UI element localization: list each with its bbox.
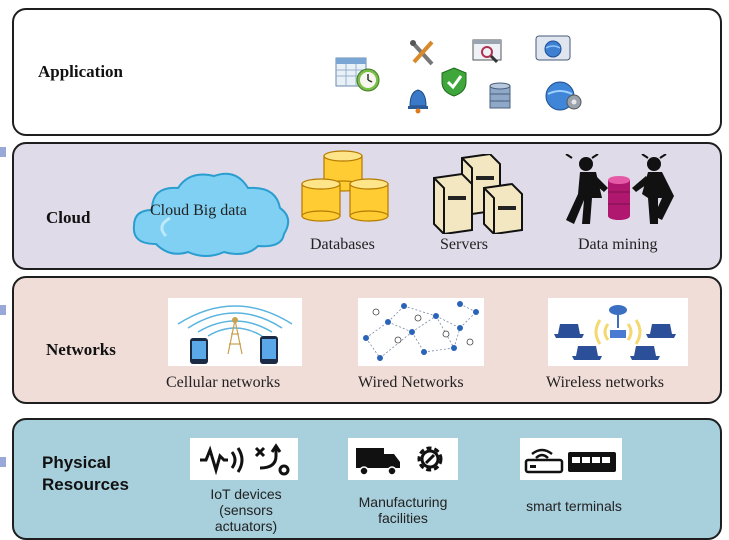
- wireless-network-image: [548, 298, 688, 366]
- smart-terminals-icon-box: [520, 438, 622, 480]
- shield-check-icon: [441, 67, 467, 97]
- database-cylinders-icon: [301, 150, 389, 222]
- manufacturing-line2: facilities: [378, 510, 428, 526]
- application-title: Application: [38, 62, 124, 81]
- databases-label: Databases: [310, 236, 375, 253]
- wired-networks-label: Wired Networks: [358, 374, 464, 391]
- cellular-network-image: [168, 298, 302, 366]
- cloud-layer: Cloud Cloud Big data Databases: [12, 142, 722, 270]
- manufacturing-label: Manufacturing facilities: [348, 494, 458, 526]
- edge-mark: [0, 147, 6, 157]
- calendar-clock-icon: [335, 57, 380, 92]
- edge-mark: [0, 457, 6, 467]
- iot-devices-label: IoT devices (sensors actuators): [196, 486, 296, 534]
- physical-title-line1: Physical: [42, 453, 111, 472]
- servers-label: Servers: [440, 236, 488, 253]
- physical-title-line2: Resources: [42, 475, 129, 494]
- wireless-networks-label: Wireless networks: [546, 374, 664, 391]
- iot-line2: (sensors: [219, 502, 273, 518]
- physical-resources-title: Physical Resources: [42, 452, 129, 496]
- globe-window-icon: [535, 35, 571, 61]
- wired-network-image: [358, 298, 484, 366]
- application-layer: Application: [12, 8, 722, 136]
- globe-gear-icon: [545, 81, 582, 111]
- manufacturing-line1: Manufacturing: [358, 494, 448, 510]
- data-mining-icon: [565, 154, 674, 224]
- servers-icon: [433, 154, 523, 234]
- iot-line1: IoT devices: [210, 486, 282, 502]
- bell-icon: [408, 89, 428, 114]
- tools-icon: [410, 40, 434, 66]
- iot-icon-box: [190, 438, 298, 480]
- cloud-big-data-label: Cloud Big data: [150, 202, 247, 219]
- search-window-icon: [472, 39, 502, 64]
- edge-mark: [0, 305, 6, 315]
- data-mining-label: Data mining: [578, 236, 658, 253]
- database-icon: [489, 82, 511, 109]
- cloud-title: Cloud: [46, 208, 91, 227]
- cloud-shape: [132, 172, 290, 257]
- networks-layer: Networks Cellular networks: [12, 276, 722, 404]
- manufacturing-icon-box: [348, 438, 458, 480]
- networks-title: Networks: [46, 340, 116, 359]
- physical-resources-layer: Physical Resources IoT devices (sensors …: [12, 418, 722, 540]
- iot-line3: actuators): [214, 518, 278, 534]
- smart-terminals-label: smart terminals: [526, 498, 622, 514]
- cellular-networks-label: Cellular networks: [166, 374, 281, 391]
